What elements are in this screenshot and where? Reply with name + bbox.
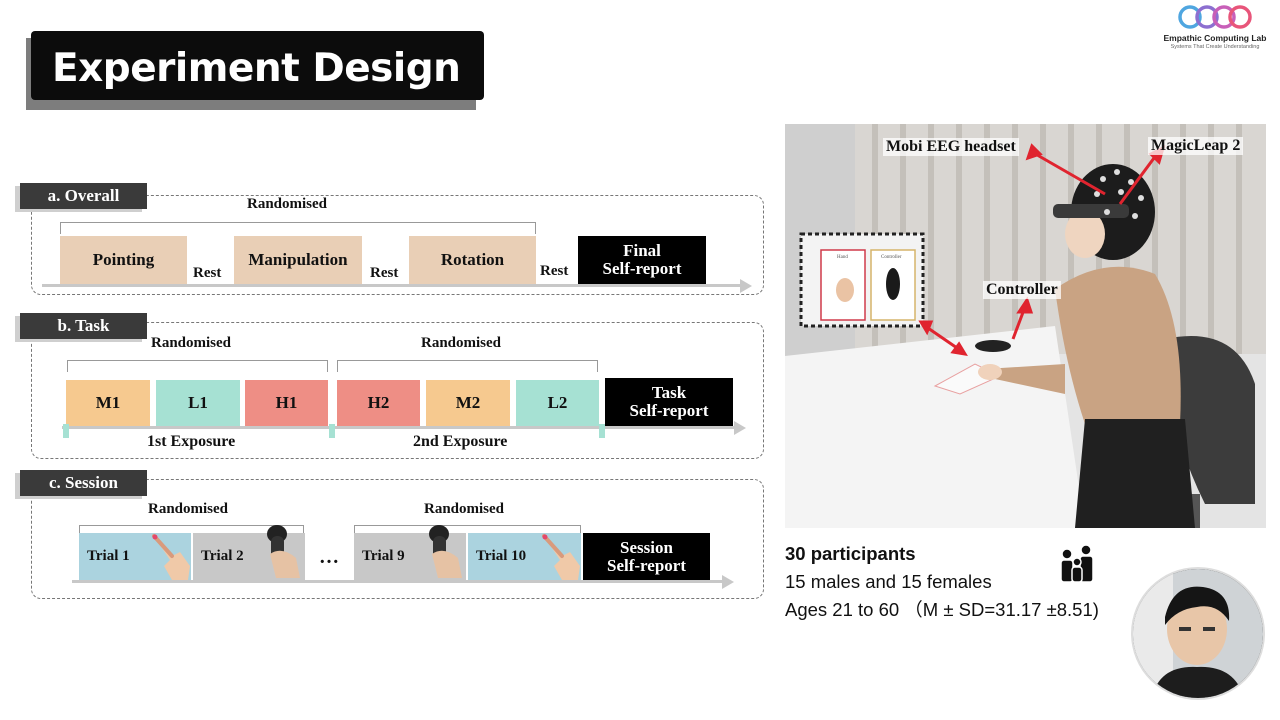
overall-bracket [60,222,536,234]
slide-title: Experiment Design [52,46,461,91]
task-bracket-2 [337,360,598,372]
session-tab: c. Session [20,470,147,496]
task-self-report-label: Self-report [629,401,709,420]
presenter-avatar [1133,569,1263,698]
people-icon [1060,544,1094,583]
magicleap-label: MagicLeap 2 [1148,137,1244,155]
task-arrow [62,426,734,429]
experiment-scene: Hand Controller [785,124,1266,528]
session-bracket-2 [354,525,581,537]
manipulation-box: Manipulation [234,236,362,284]
rest-label-3: Rest [540,263,569,279]
overall-arrow [42,284,742,287]
task-label: Task [651,383,687,403]
pointing-box: Pointing [60,236,187,284]
exposure-tick-1 [63,424,69,438]
exposure-2-label: 2nd Exposure [413,433,508,450]
task-arrow-head [734,421,746,435]
task-m2: M2 [426,380,510,426]
logo-name: Empathic Computing Lab [1163,33,1267,43]
trial-9-label: Trial 9 [362,547,405,564]
session-randomised-2: Randomised [424,501,505,517]
overall-arrow-head [740,279,752,293]
final-label: Final [623,241,661,261]
task-randomised-2: Randomised [421,335,502,351]
overall-frame [31,195,764,295]
trials-ellipsis: … [319,546,339,568]
pointing-hand-icon [542,534,580,580]
pointing-hand-icon [152,534,190,580]
trial-1-label: Trial 1 [87,547,130,564]
final-self-report-label: Self-report [602,259,682,278]
final-self-report-box: Final Self-report [578,236,706,284]
task-h2: H2 [337,380,420,426]
task-randomised-1: Randomised [151,335,232,351]
webcam-feed [1131,567,1265,700]
title-box [31,31,484,100]
session-bracket-1 [79,525,304,537]
lab-logo: Empathic Computing Lab Systems That Crea… [1160,4,1270,50]
exposure-tick-3 [599,424,605,438]
overall-tab: a. Overall [20,183,147,209]
controller-icon [267,525,300,578]
card-hand-label: Hand [837,255,848,260]
session-label: Session [620,537,673,557]
task-h1: H1 [245,380,328,426]
eeg-headset-label: Mobi EEG headset [883,138,1019,156]
controller-icon [429,525,462,578]
trial-2-label: Trial 2 [201,547,244,564]
rest-label-2: Rest [370,265,399,281]
exposure-1-label: 1st Exposure [147,433,236,450]
participants-ages: Ages 21 to 60 （M ± SD=31.17 ±8.51) [785,599,1099,620]
task-bracket-1 [67,360,328,372]
task-frame [31,322,764,459]
session-arrow [72,580,724,583]
trial-10-label: Trial 10 [476,547,527,564]
exposure-tick-2 [329,424,335,438]
logo-tagline: Systems That Create Understanding [1170,44,1260,50]
logo-icon [1178,5,1252,29]
task-l1: L1 [156,380,240,426]
participants-title: 30 participants [785,543,916,564]
session-frame [31,479,764,599]
task-tab: b. Task [20,313,147,339]
task-m1: M1 [66,380,150,426]
session-self-report-label: Self-report [607,555,686,575]
card-controller-label: Controller [881,255,902,260]
task-self-report-box: Task Self-report [605,378,733,426]
overall-randomised: Randomised [247,196,328,212]
session-self-report-box: Session Self-report [583,533,710,580]
session-randomised-1: Randomised [148,501,229,517]
rest-label-1: Rest [193,265,222,281]
task-l2: L2 [516,380,599,426]
session-arrow-head [722,575,734,589]
participants-info: 30 participants 15 males and 15 females … [785,540,1099,624]
participants-gender: 15 males and 15 females [785,571,992,592]
rotation-box: Rotation [409,236,536,284]
experiment-photo: Hand Controller Mobi EEG headset MagicLe… [785,124,1266,528]
controller-label: Controller [983,281,1061,299]
